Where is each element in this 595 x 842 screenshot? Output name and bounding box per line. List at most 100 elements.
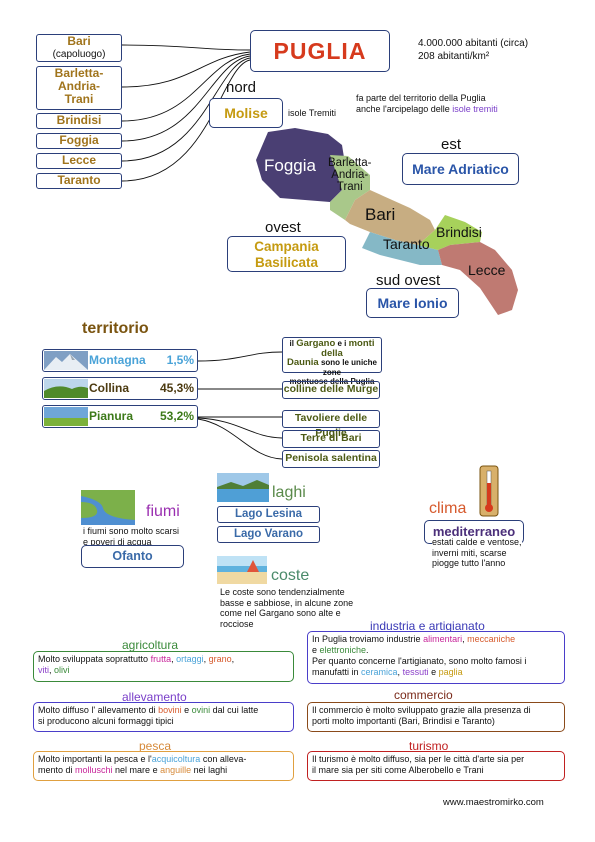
border-mare-ionio-label: Mare Ionio xyxy=(377,295,448,311)
agricoltura-viti: viti xyxy=(38,665,49,675)
industria-ceramica: ceramica xyxy=(361,667,398,677)
plain-penisola-salentina: Penisola salentina xyxy=(282,450,380,468)
isole-tremiti-label: isole Tremiti xyxy=(288,108,337,118)
gargano-text-2: e i xyxy=(335,339,349,348)
province-bat-line1: Barletta- xyxy=(54,66,104,80)
border-molise: Molise xyxy=(209,98,283,128)
region-foggia xyxy=(256,128,346,202)
commercio-title: commercio xyxy=(394,688,453,702)
clima-title: clima xyxy=(429,500,467,517)
border-molise-label: Molise xyxy=(224,105,268,121)
clima-mediterraneo: mediterraneo xyxy=(424,520,524,544)
map-label-bari: Bari xyxy=(365,205,396,224)
clima-mediterraneo-label: mediterraneo xyxy=(432,524,516,539)
pesca-box: Molto importanti la pesca e l'acquicoltu… xyxy=(33,751,294,781)
pesca-title: pesca xyxy=(139,739,172,753)
direction-sud-ovest: sud ovest xyxy=(376,272,441,289)
region-taranto xyxy=(362,232,442,265)
industria-alimentari: alimentari xyxy=(423,634,463,644)
agricoltura-grano: grano xyxy=(208,654,232,664)
territorio-pianura-pct: 53,2% xyxy=(159,409,194,423)
pesca-line1: Molto importanti la pesca e l'acquicoltu… xyxy=(38,754,289,765)
province-bari-label: Bari xyxy=(67,34,91,48)
tremiti-note-highlight: isole tremiti xyxy=(452,103,498,114)
gargano-highlight-1: Gargano xyxy=(296,338,336,349)
territorio-montagna-label: Montagna xyxy=(89,353,146,367)
hill-icon xyxy=(44,379,88,398)
agricoltura-olivi: olivi xyxy=(54,665,70,675)
pesca-anguille: anguille xyxy=(160,765,192,775)
plain-terre-di-bari: Terre di Bari xyxy=(282,430,380,448)
lake-lesina: Lago Lesina xyxy=(217,506,320,523)
turismo-line2: il mare sia per siti come Alberobello e … xyxy=(312,765,484,775)
agricoltura-frutta: frutta xyxy=(150,654,172,664)
clima-description: estati calde e ventose, inverni miti, sc… xyxy=(432,537,522,569)
industria-text-2: , xyxy=(462,634,468,644)
plain-tavoliere: Tavoliere delle Puglie xyxy=(282,410,380,439)
industria-text-4: . xyxy=(366,645,369,655)
puglia-map xyxy=(256,128,518,315)
turismo-title: turismo xyxy=(409,739,449,753)
turismo-line1: Il turismo è molto diffuso, sia per le c… xyxy=(312,754,525,764)
allevamento-line2: si producono alcuni formaggi tipici xyxy=(38,716,174,726)
agricoltura-line1: Molto sviluppata soprattutto frutta, ort… xyxy=(38,654,289,665)
industria-line2: e elettroniche. xyxy=(312,645,560,656)
tremiti-note: fa parte del territorio della Puglia anc… xyxy=(356,93,498,114)
industria-text-7: , xyxy=(397,667,403,677)
gargano-highlight-2: monti della xyxy=(321,338,375,359)
province-bat: Barletta- Andria- Trani xyxy=(36,66,122,110)
region-bat xyxy=(330,155,370,220)
agricoltura-text-5: , xyxy=(49,665,55,675)
agricoltura-line2: viti, olivi xyxy=(38,665,289,676)
territorio-pianura-label: Pianura xyxy=(89,409,134,423)
pesca-molluschi: molluschi xyxy=(75,765,113,775)
pesca-text-3: mento di xyxy=(38,765,76,775)
pesca-acquicoltura: acquicoltura xyxy=(151,754,201,764)
population-total: 4.000.000 abitanti (circa) xyxy=(418,38,529,49)
coste-desc-line4: rocciose xyxy=(220,618,254,629)
website-footer: www.maestromirko.com xyxy=(443,797,544,808)
industria-meccaniche: meccaniche xyxy=(467,634,516,644)
region-lecce xyxy=(438,242,518,315)
territorio-row-montagna: Montagna 1,5% xyxy=(42,349,198,372)
agricoltura-title: agricoltura xyxy=(122,638,179,652)
industria-text-6: manufatti in xyxy=(312,667,362,677)
territorio-row-pianura: Pianura 53,2% xyxy=(42,405,198,428)
fiumi-desc-line2: e poveri di acqua xyxy=(83,536,152,547)
industria-text-1: In Puglia troviamo industrie xyxy=(312,634,424,644)
allevamento-line1: Molto diffuso l' allevamento di bovini e… xyxy=(38,705,289,716)
industria-elettroniche: elettroniche xyxy=(319,645,367,655)
pesca-text-2: con alleva- xyxy=(200,754,247,764)
commercio-box: Il commercio è molto sviluppato grazie a… xyxy=(307,702,565,732)
industria-paglia: paglia xyxy=(438,667,463,677)
province-bari: Bari (capoluogo) xyxy=(36,34,122,62)
territorio-collina-pct: 45,3% xyxy=(159,381,194,395)
population-info: 4.000.000 abitanti (circa) 208 abitanti/… xyxy=(418,37,528,63)
pesca-line2: mento di molluschi nel mare e anguille n… xyxy=(38,765,289,776)
river-ofanto: Ofanto xyxy=(81,545,184,568)
province-bat-line2: Andria- xyxy=(58,79,100,93)
allevamento-text-3: dal cui latte xyxy=(210,705,259,715)
pesca-text-4: nel mare e xyxy=(112,765,161,775)
map-label-lecce: Lecce xyxy=(468,262,506,278)
pesca-text-5: nei laghi xyxy=(191,765,228,775)
map-label-taranto: Taranto xyxy=(383,236,430,252)
agricoltura-text-3: , xyxy=(203,654,209,664)
clima-desc-line3: piogge tutto l'anno xyxy=(432,558,506,568)
direction-est: est xyxy=(441,136,462,153)
coste-description: Le coste sono tendenzialmente basse e sa… xyxy=(220,587,353,629)
border-mare-ionio: Mare Ionio xyxy=(366,288,459,318)
river-icon xyxy=(81,490,135,525)
allevamento-ovini: ovini xyxy=(191,705,211,715)
map-label-bat-1: Barletta- xyxy=(328,157,372,169)
coste-title: coste xyxy=(271,567,310,584)
agricoltura-text-2: , xyxy=(171,654,177,664)
allevamento-bovini: bovini xyxy=(158,705,182,715)
agricoltura-ortaggi: ortaggi xyxy=(176,654,204,664)
tremiti-note-line2: anche l'arcipelago delle isole tremiti xyxy=(356,104,498,115)
province-lecce: Lecce xyxy=(36,153,122,169)
industria-line1: In Puglia troviamo industrie alimentari,… xyxy=(312,634,560,645)
fiumi-title: fiumi xyxy=(146,503,180,520)
gargano-note: il Gargano e i monti della Daunia sono l… xyxy=(282,337,382,386)
clima-desc-line1: estati calde e ventose, xyxy=(432,537,522,547)
